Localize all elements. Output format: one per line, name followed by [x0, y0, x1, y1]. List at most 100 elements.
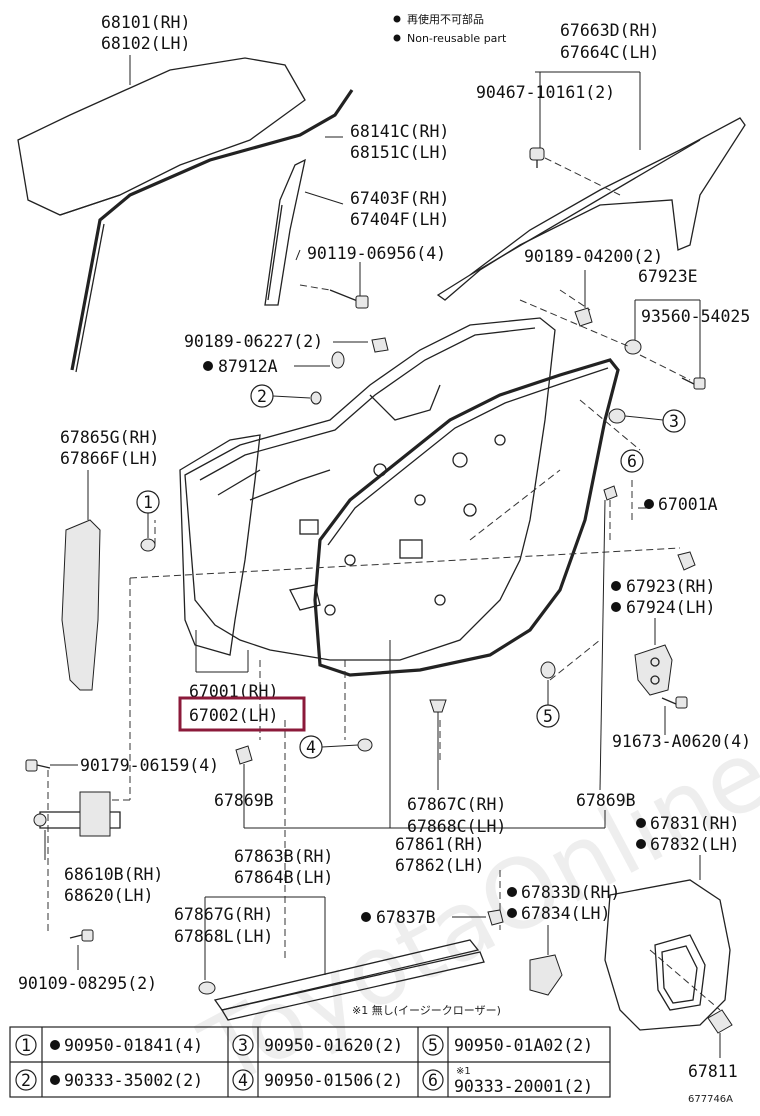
door-hinge	[634, 644, 673, 696]
label-cover-lh: 67834(LH)	[521, 904, 610, 923]
svg-text:4: 4	[306, 738, 316, 757]
plug-icon	[140, 538, 156, 552]
door-check	[33, 791, 121, 837]
nonreusable-dot-icon	[636, 818, 646, 828]
bolt-icon	[25, 759, 51, 772]
nonreusable-dot-icon	[636, 839, 646, 849]
bolt-icon	[661, 696, 688, 709]
fastener-table: 1 90950-01841(4) 3 90950-01620(2) 5 9095…	[9, 1026, 611, 1098]
legend-jp: 再使用不可部品	[407, 12, 484, 26]
note-easy-closer: ※1 無し(イージークローザー)	[352, 1003, 501, 1017]
legend-dot-icon	[393, 15, 401, 23]
label-frame-rh: 67663D(RH)	[560, 21, 659, 40]
label-bumper-a: 67869B	[214, 791, 274, 810]
svg-text:90333-20001(2): 90333-20001(2)	[454, 1077, 593, 1096]
label-lower-seal-lh: 67868L(LH)	[174, 927, 273, 946]
label-bumper-b: 67869B	[576, 791, 636, 810]
clip-icon	[574, 307, 593, 327]
svg-text:5: 5	[428, 1036, 438, 1055]
door-outer-skin	[179, 434, 261, 656]
legend-dot-icon	[393, 34, 401, 42]
label-seal-lh: 67868C(LH)	[407, 817, 506, 836]
side-moulding	[61, 519, 101, 691]
svg-text:4: 4	[238, 1071, 248, 1090]
callout-1: 1	[136, 490, 160, 514]
bolt-icon	[681, 377, 706, 390]
label-moulding-lh: 67866F(LH)	[60, 449, 159, 468]
label-panel-rh: 67001(RH)	[189, 682, 278, 701]
label-plug-87912a: 87912A	[218, 357, 278, 376]
label-film-rh: 67831(RH)	[650, 814, 739, 833]
highlight-box	[178, 696, 306, 732]
label-67811: 67811	[688, 1062, 738, 1081]
callout-4: 4	[299, 735, 323, 759]
glass-run	[70, 89, 354, 373]
label-check-rh: 68610B(RH)	[64, 865, 163, 884]
plug-icon	[677, 551, 696, 571]
svg-text:2: 2	[257, 387, 267, 406]
label-lower-seal-rh: 67867G(RH)	[174, 905, 273, 924]
label-bolt-90179: 90179-06159(4)	[80, 756, 219, 775]
callout-5: 5	[536, 704, 560, 728]
door-inner-panel	[184, 317, 556, 661]
nonreusable-dot-icon	[611, 602, 621, 612]
svg-text:90333-35002(2): 90333-35002(2)	[64, 1071, 203, 1090]
label-bolt-91673: 91673-A0620(4)	[612, 732, 751, 751]
label-run-lh: 68151C(LH)	[350, 143, 449, 162]
bolt-icon	[329, 289, 369, 309]
label-channel-rh: 67403F(RH)	[350, 189, 449, 208]
stopper-icon	[624, 339, 642, 355]
svg-text:6: 6	[627, 452, 637, 471]
label-bolt-93560: 93560-54025	[641, 307, 750, 326]
clip-icon	[198, 981, 216, 995]
label-moulding-rh: 67865G(RH)	[60, 428, 159, 447]
door-frame-moulding	[436, 117, 746, 301]
svg-text:1: 1	[143, 493, 153, 512]
clip-icon	[487, 909, 504, 926]
label-clip-90189b: 90189-04200(2)	[524, 247, 663, 266]
clip-icon	[529, 147, 545, 168]
label-check-lh: 68620(LH)	[64, 886, 153, 905]
label-clip-90467: 90467-10161(2)	[476, 83, 615, 102]
nonreusable-dot-icon	[50, 1040, 60, 1050]
label-lower-rh: 67863B(RH)	[234, 847, 333, 866]
label-bolt-90109: 90109-08295(2)	[18, 974, 157, 993]
label-lower-lh: 67864B(LH)	[234, 868, 333, 887]
nonreusable-dot-icon	[203, 361, 213, 371]
label-cover-rh: 67833D(RH)	[521, 883, 620, 902]
nonreusable-dot-icon	[507, 887, 517, 897]
svg-text:90950-01841(4): 90950-01841(4)	[64, 1036, 203, 1055]
plug-icon	[357, 738, 373, 752]
nonreusable-dot-icon	[50, 1075, 60, 1085]
svg-text:3: 3	[238, 1036, 248, 1055]
cover-icon	[529, 954, 563, 996]
bumper-icon	[235, 745, 253, 765]
plug-icon	[608, 408, 626, 424]
callout-6: 6	[620, 449, 644, 473]
nonreusable-dot-icon	[507, 908, 517, 918]
svg-text:※1: ※1	[456, 1066, 471, 1077]
svg-text:90950-01A02(2): 90950-01A02(2)	[454, 1036, 593, 1055]
label-seal-rh: 67867C(RH)	[407, 795, 506, 814]
svg-text:90950-01620(2): 90950-01620(2)	[264, 1036, 403, 1055]
label-hinge-lh: 67924(LH)	[626, 598, 715, 617]
table-row: 1 90950-01841(4) 3 90950-01620(2) 5 9095…	[15, 1034, 593, 1056]
svg-text:2: 2	[21, 1071, 31, 1090]
label-clip-90189a: 90189-06227(2)	[184, 332, 323, 351]
callout-2: 2	[250, 384, 274, 408]
nonreusable-dot-icon	[361, 912, 371, 922]
label-clip-67837b: 67837B	[376, 908, 436, 927]
nonreusable-dot-icon	[644, 499, 654, 509]
svg-text:6: 6	[428, 1071, 438, 1090]
svg-text:3: 3	[669, 412, 679, 431]
label-bolt-90119: 90119-06956(4)	[307, 244, 446, 263]
svg-text:1: 1	[21, 1036, 31, 1055]
label-weather-lh: 67862(LH)	[395, 856, 484, 875]
service-hole-cover	[604, 879, 731, 1031]
callout-3: 3	[662, 409, 686, 433]
plug-icon	[331, 351, 345, 369]
label-frame-lh: 67664C(LH)	[560, 43, 659, 62]
film-icon	[707, 1009, 733, 1034]
